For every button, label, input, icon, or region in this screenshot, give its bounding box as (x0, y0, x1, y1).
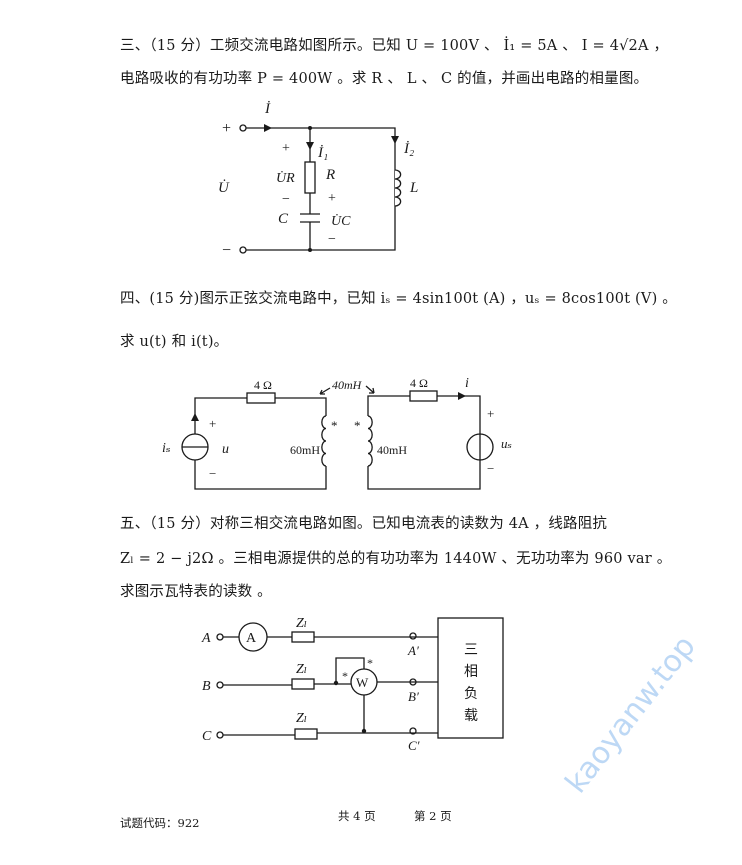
q4-label-M: 40mH (332, 378, 363, 392)
q5-text-line1: 五、（15 分）对称三相交流电路如图。已知电流表的读数为 4A ，线路阻抗 (120, 516, 608, 532)
q5-impedance-C (294, 728, 318, 740)
q4-circuit: 4 Ω 4 Ω 40mH 60mH 40mH * * iₛ u + − i uₛ… (162, 376, 512, 490)
q5-terminal-A (216, 633, 224, 641)
q5-wattmeter-label: W (356, 675, 369, 690)
q4-label-u: u (222, 442, 229, 457)
q4-resistor-left (246, 392, 276, 404)
q3-minus-terminal: − (222, 242, 231, 259)
watermark-text: kaoyanw.top (559, 629, 703, 800)
q4-current-arrow-i (458, 392, 466, 400)
q5-ammeter (238, 622, 268, 652)
q3-label-C: C (278, 211, 289, 227)
q3-UC-minus: − (328, 232, 336, 247)
q4-mutual-arrows (319, 385, 375, 395)
q5-load-char-4: 载 (464, 708, 478, 724)
q5-terminal-B (216, 681, 224, 689)
q4-source-arrow (191, 413, 199, 421)
q5-load-char-2: 相 (464, 664, 478, 680)
q5-junction-C (361, 728, 367, 734)
q3-current-arrow-I2 (391, 136, 399, 144)
q3-text-line2: 电路吸收的有功功率 P = 400W 。求 R 、 L 、 C 的值，并画出电路… (120, 71, 649, 87)
q4-label-is: iₛ (162, 441, 171, 456)
q4-label-us: uₛ (501, 436, 512, 451)
q5-wire-C (223, 695, 438, 736)
q4-right-loop-wire (367, 395, 481, 490)
q4-text-line1: 四、(15 分)图示正弦交流电路中，已知 iₛ = 4sin100t (A) ，… (120, 291, 677, 307)
q5-label-A-prime: A′ (407, 643, 419, 658)
q5-label-Zl-A: Zₗ (296, 616, 307, 631)
q4-dot-left: * (331, 418, 338, 433)
q5-terminal-B-prime (409, 678, 417, 686)
q3-label-I1: İ₁ (317, 145, 328, 161)
q5-label-Zl-B: Zₗ (296, 662, 307, 677)
q5-impedance-B (291, 678, 315, 690)
q3-inductor-L (394, 169, 402, 207)
q5-label-C: C (202, 729, 212, 744)
q5-terminal-C-prime (409, 727, 417, 735)
q5-load-char-3: 负 (464, 686, 478, 702)
q3-label-UC: U̇C (331, 213, 351, 229)
q5-wattmeter-dot-current: * (342, 669, 348, 683)
q3-circuit: + − İ İ₁ İ₂ U̇ U̇R R C U̇C L + − + − (218, 101, 418, 259)
q4-u-plus: + (209, 416, 216, 431)
q5-wattmeter-dot-voltage: * (367, 656, 373, 670)
q5-label-B-prime: B′ (408, 689, 419, 704)
q4-left-loop-wire (194, 397, 327, 490)
q3-plus-terminal: + (222, 120, 231, 137)
q5-ammeter-label: A (246, 631, 257, 646)
q5-junction-B (333, 680, 339, 686)
q4-u-minus: − (209, 466, 216, 481)
q5-label-C-prime: C′ (408, 738, 420, 753)
q5-label-A: A (201, 631, 211, 646)
q3-label-R: R (325, 167, 335, 183)
q3-UR-plus: + (282, 141, 290, 156)
q3-UC-plus: + (328, 191, 336, 206)
q3-UR-minus: − (282, 192, 290, 207)
q3-label-I2: İ₂ (403, 141, 414, 157)
q5-terminal-A-prime (409, 632, 417, 640)
total-pages: 共 4 页 (338, 809, 376, 823)
q3-label-UR: U̇R (276, 170, 295, 186)
q3-current-arrow-I1 (306, 142, 314, 150)
q4-label-i: i (465, 376, 469, 391)
q3-current-arrow-I (264, 124, 272, 132)
q5-impedance-A (291, 631, 315, 643)
q3-text-line1: 三、（15 分）工频交流电路如图所示。已知 U = 100V 、 İ₁ = 5A… (120, 38, 669, 54)
q3-terminal-bottom (239, 246, 247, 254)
q4-us-plus: + (487, 406, 494, 421)
q3-label-I: İ (264, 101, 271, 117)
q3-label-U: U̇ (218, 180, 230, 196)
q5-load-char-1: 三 (464, 643, 478, 658)
q4-inductor-40mH (367, 415, 373, 467)
q3-label-L: L (409, 180, 418, 196)
q5-wire-B (223, 657, 438, 686)
q4-label-R2: 4 Ω (410, 376, 428, 390)
page-number: 第 2 页 (414, 809, 452, 823)
q4-resistor-right (409, 390, 438, 402)
exam-code: 试题代码：922 (120, 816, 200, 830)
q5-circuit: A W A B C A′ B′ C′ Zₗ Zₗ Zₗ * * 三 相 负 载 (201, 616, 504, 753)
q4-label-R1: 4 Ω (254, 378, 272, 392)
q5-text-line2: Zₗ = 2 − j2Ω 。三相电源提供的总的有功功率为 1440W 、无功功率… (120, 551, 672, 567)
q5-label-B: B (202, 679, 211, 694)
q4-dot-right: * (354, 418, 361, 433)
q3-terminal-top (239, 124, 247, 132)
q4-label-L2: 40mH (377, 443, 407, 457)
q4-us-minus: − (487, 461, 494, 476)
q4-inductor-60mH (321, 415, 327, 467)
q5-text-line3: 求图示瓦特表的读数 。 (120, 584, 272, 600)
q4-text-line2: 求 u(t) 和 i(t)。 (120, 334, 229, 350)
q5-terminal-C (216, 731, 224, 739)
q5-label-Zl-C: Zₗ (296, 711, 307, 726)
q3-capacitor-C (300, 213, 320, 223)
q5-three-phase-load-box (437, 617, 504, 739)
q3-resistor-R (304, 161, 316, 194)
q4-label-L1: 60mH (290, 443, 320, 457)
